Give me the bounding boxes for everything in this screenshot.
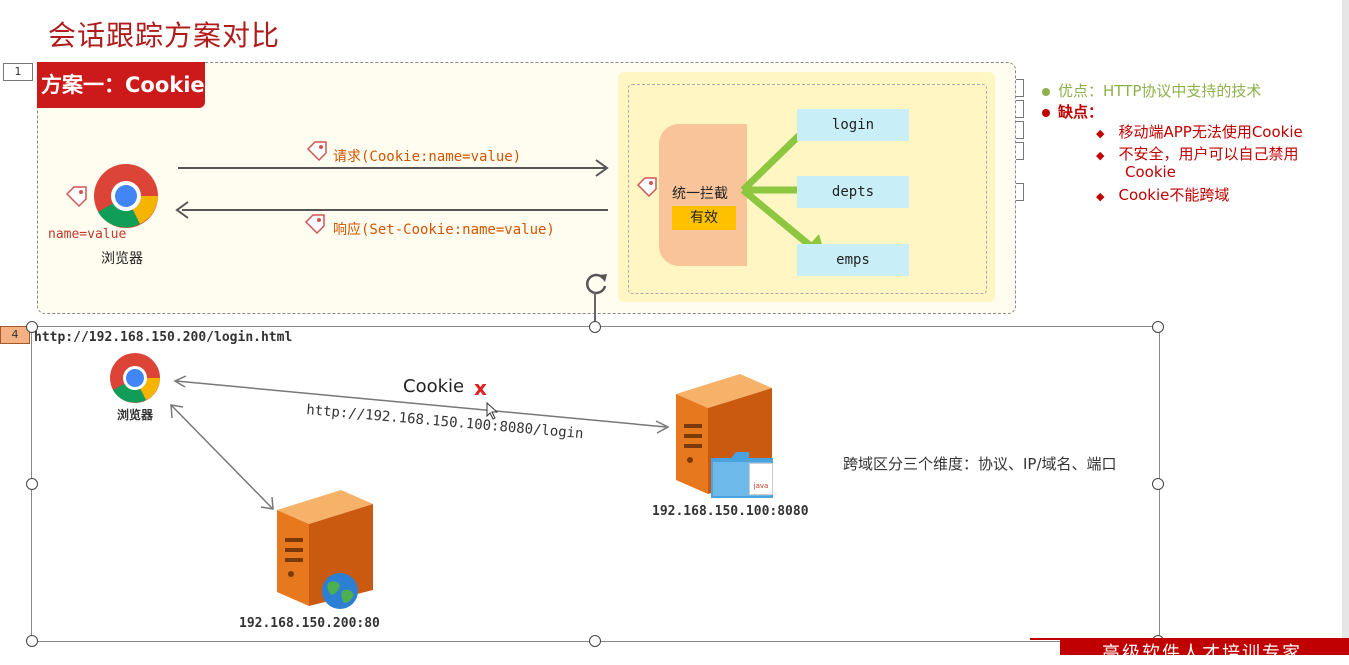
- server-address-backend: 192.168.150.100:8080: [652, 504, 809, 519]
- diamond-bullet-icon: ◆: [1096, 190, 1105, 203]
- footer-slogan: 高级软件人才培训专家: [1102, 643, 1302, 664]
- globe-icon: [322, 573, 358, 609]
- bullet-dot-icon: [1042, 108, 1050, 117]
- browser-label: 浏览器: [117, 408, 154, 422]
- page-url: http://192.168.150.200/login.html: [34, 330, 293, 345]
- blocked-x-icon: x: [474, 376, 487, 400]
- cookie-value-label: name=value: [48, 227, 127, 242]
- footer-bar: 高级软件人才培训专家: [1060, 638, 1349, 664]
- rotate-handle-stem: [594, 292, 596, 322]
- slide-title: 会话跟踪方案对比: [48, 19, 281, 52]
- tag-icon: [636, 177, 657, 198]
- con-title-item: 缺点：: [1042, 101, 1103, 122]
- route-depts: depts: [797, 176, 909, 208]
- response-label: 响应(Set-Cookie:name=value): [333, 222, 555, 238]
- pro-text: 优点：HTTP协议中支持的技术: [1058, 82, 1262, 100]
- tag-icon: [65, 186, 87, 208]
- animation-tag[interactable]: 4: [0, 326, 30, 344]
- con-item: ◆ 移动端APP无法使用Cookie: [1096, 121, 1303, 142]
- chrome-icon: [94, 164, 158, 228]
- vertical-scrollbar[interactable]: [1342, 0, 1349, 655]
- con-item: ◆ 不安全，用户可以自己禁用: [1096, 143, 1298, 164]
- bullet-dot-icon: [1042, 87, 1050, 96]
- connection-arrows: [170, 375, 670, 510]
- diamond-bullet-icon: ◆: [1096, 127, 1105, 140]
- browser-label: 浏览器: [101, 251, 143, 267]
- rotate-handle-icon[interactable]: [581, 268, 611, 298]
- resize-handle[interactable]: [589, 635, 601, 647]
- resize-handle[interactable]: [1152, 478, 1164, 490]
- request-response-arrows: [175, 159, 609, 219]
- resize-handle[interactable]: [26, 478, 38, 490]
- con-item: ◆ Cookie不能跨域: [1096, 184, 1229, 205]
- con-text-continued: Cookie: [1125, 163, 1176, 181]
- resize-handle[interactable]: [26, 635, 38, 647]
- tag-icon: [304, 214, 325, 235]
- cross-domain-dimensions-note: 跨域区分三个维度：协议、IP/域名、端口: [843, 455, 1117, 473]
- server-icon: [277, 490, 373, 606]
- resize-handle[interactable]: [589, 321, 601, 333]
- animation-tag[interactable]: 1: [3, 63, 33, 81]
- route-login: login: [797, 109, 909, 141]
- chrome-icon: [110, 353, 160, 403]
- resize-handle[interactable]: [26, 321, 38, 333]
- route-emps: emps: [797, 244, 909, 276]
- diamond-bullet-icon: ◆: [1096, 149, 1105, 162]
- con-title: 缺点：: [1058, 103, 1104, 121]
- footer-line: [1030, 638, 1070, 640]
- pro-item: 优点：HTTP协议中支持的技术: [1042, 80, 1261, 101]
- cookie-label: Cookie: [403, 376, 465, 397]
- tag-icon: [306, 141, 327, 162]
- filter-block: [659, 124, 747, 266]
- con-text: 移动端APP无法使用Cookie: [1118, 123, 1303, 141]
- resize-handle[interactable]: [1152, 321, 1164, 333]
- java-file-icon: java: [749, 463, 773, 495]
- con-text: 不安全，用户可以自己禁用: [1118, 145, 1299, 163]
- filter-label: 统一拦截: [672, 186, 728, 202]
- request-label: 请求(Cookie:name=value): [333, 146, 521, 166]
- mouse-cursor-icon: [486, 402, 499, 420]
- server-address-front: 192.168.150.200:80: [239, 616, 380, 631]
- scheme-banner: 方案一：Cookie: [37, 62, 205, 108]
- con-text: Cookie不能跨域: [1118, 186, 1230, 204]
- request-text: 请求(Cookie:name=value): [333, 149, 522, 165]
- server-boundary: [628, 84, 987, 294]
- filter-status: 有效: [672, 206, 736, 230]
